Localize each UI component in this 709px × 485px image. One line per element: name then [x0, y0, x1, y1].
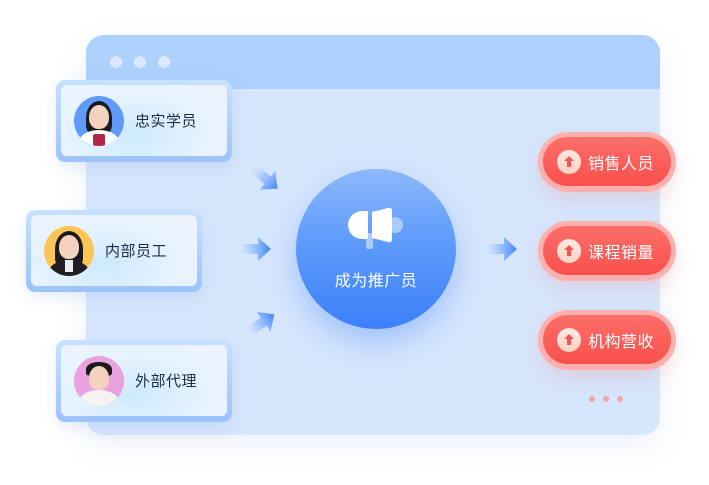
avatar-employee — [44, 225, 94, 276]
more-dot — [589, 396, 595, 402]
source-label: 外部代理 — [135, 372, 198, 390]
result-pill-course-sales: 课程销量 — [538, 221, 676, 281]
result-label: 课程销量 — [588, 242, 655, 262]
window-dot-3 — [158, 56, 170, 68]
arrow-right-icon — [240, 237, 271, 261]
source-label: 内部员工 — [105, 242, 168, 260]
source-card-external-agents: 外部代理 — [56, 340, 232, 422]
megaphone-icon — [348, 207, 403, 249]
source-card-loyal-students: 忠实学员 — [56, 80, 232, 162]
more-indicator — [589, 396, 623, 402]
avatar-student — [74, 95, 124, 146]
source-label: 忠实学员 — [135, 112, 198, 130]
more-dot — [603, 396, 609, 402]
result-pill-institution-revenue: 机构营收 — [538, 310, 676, 370]
window-dot-2 — [134, 56, 146, 68]
arrow-right-icon — [246, 312, 275, 337]
avatar-agent — [74, 355, 124, 406]
become-promoter-hub: 成为推广员 — [296, 169, 456, 329]
window-dot-1 — [110, 56, 122, 68]
hub-label: 成为推广员 — [334, 271, 418, 290]
arrow-right-icon — [486, 237, 517, 261]
result-label: 销售人员 — [588, 153, 655, 173]
arrow-up-icon — [557, 327, 581, 352]
arrow-up-icon — [557, 238, 581, 263]
result-label: 机构营收 — [588, 331, 655, 351]
result-pill-sales-staff: 销售人员 — [538, 132, 676, 192]
source-card-internal-staff: 内部员工 — [26, 210, 202, 292]
arrow-right-icon — [250, 164, 278, 190]
more-dot — [617, 396, 623, 402]
arrow-up-icon — [557, 149, 581, 174]
